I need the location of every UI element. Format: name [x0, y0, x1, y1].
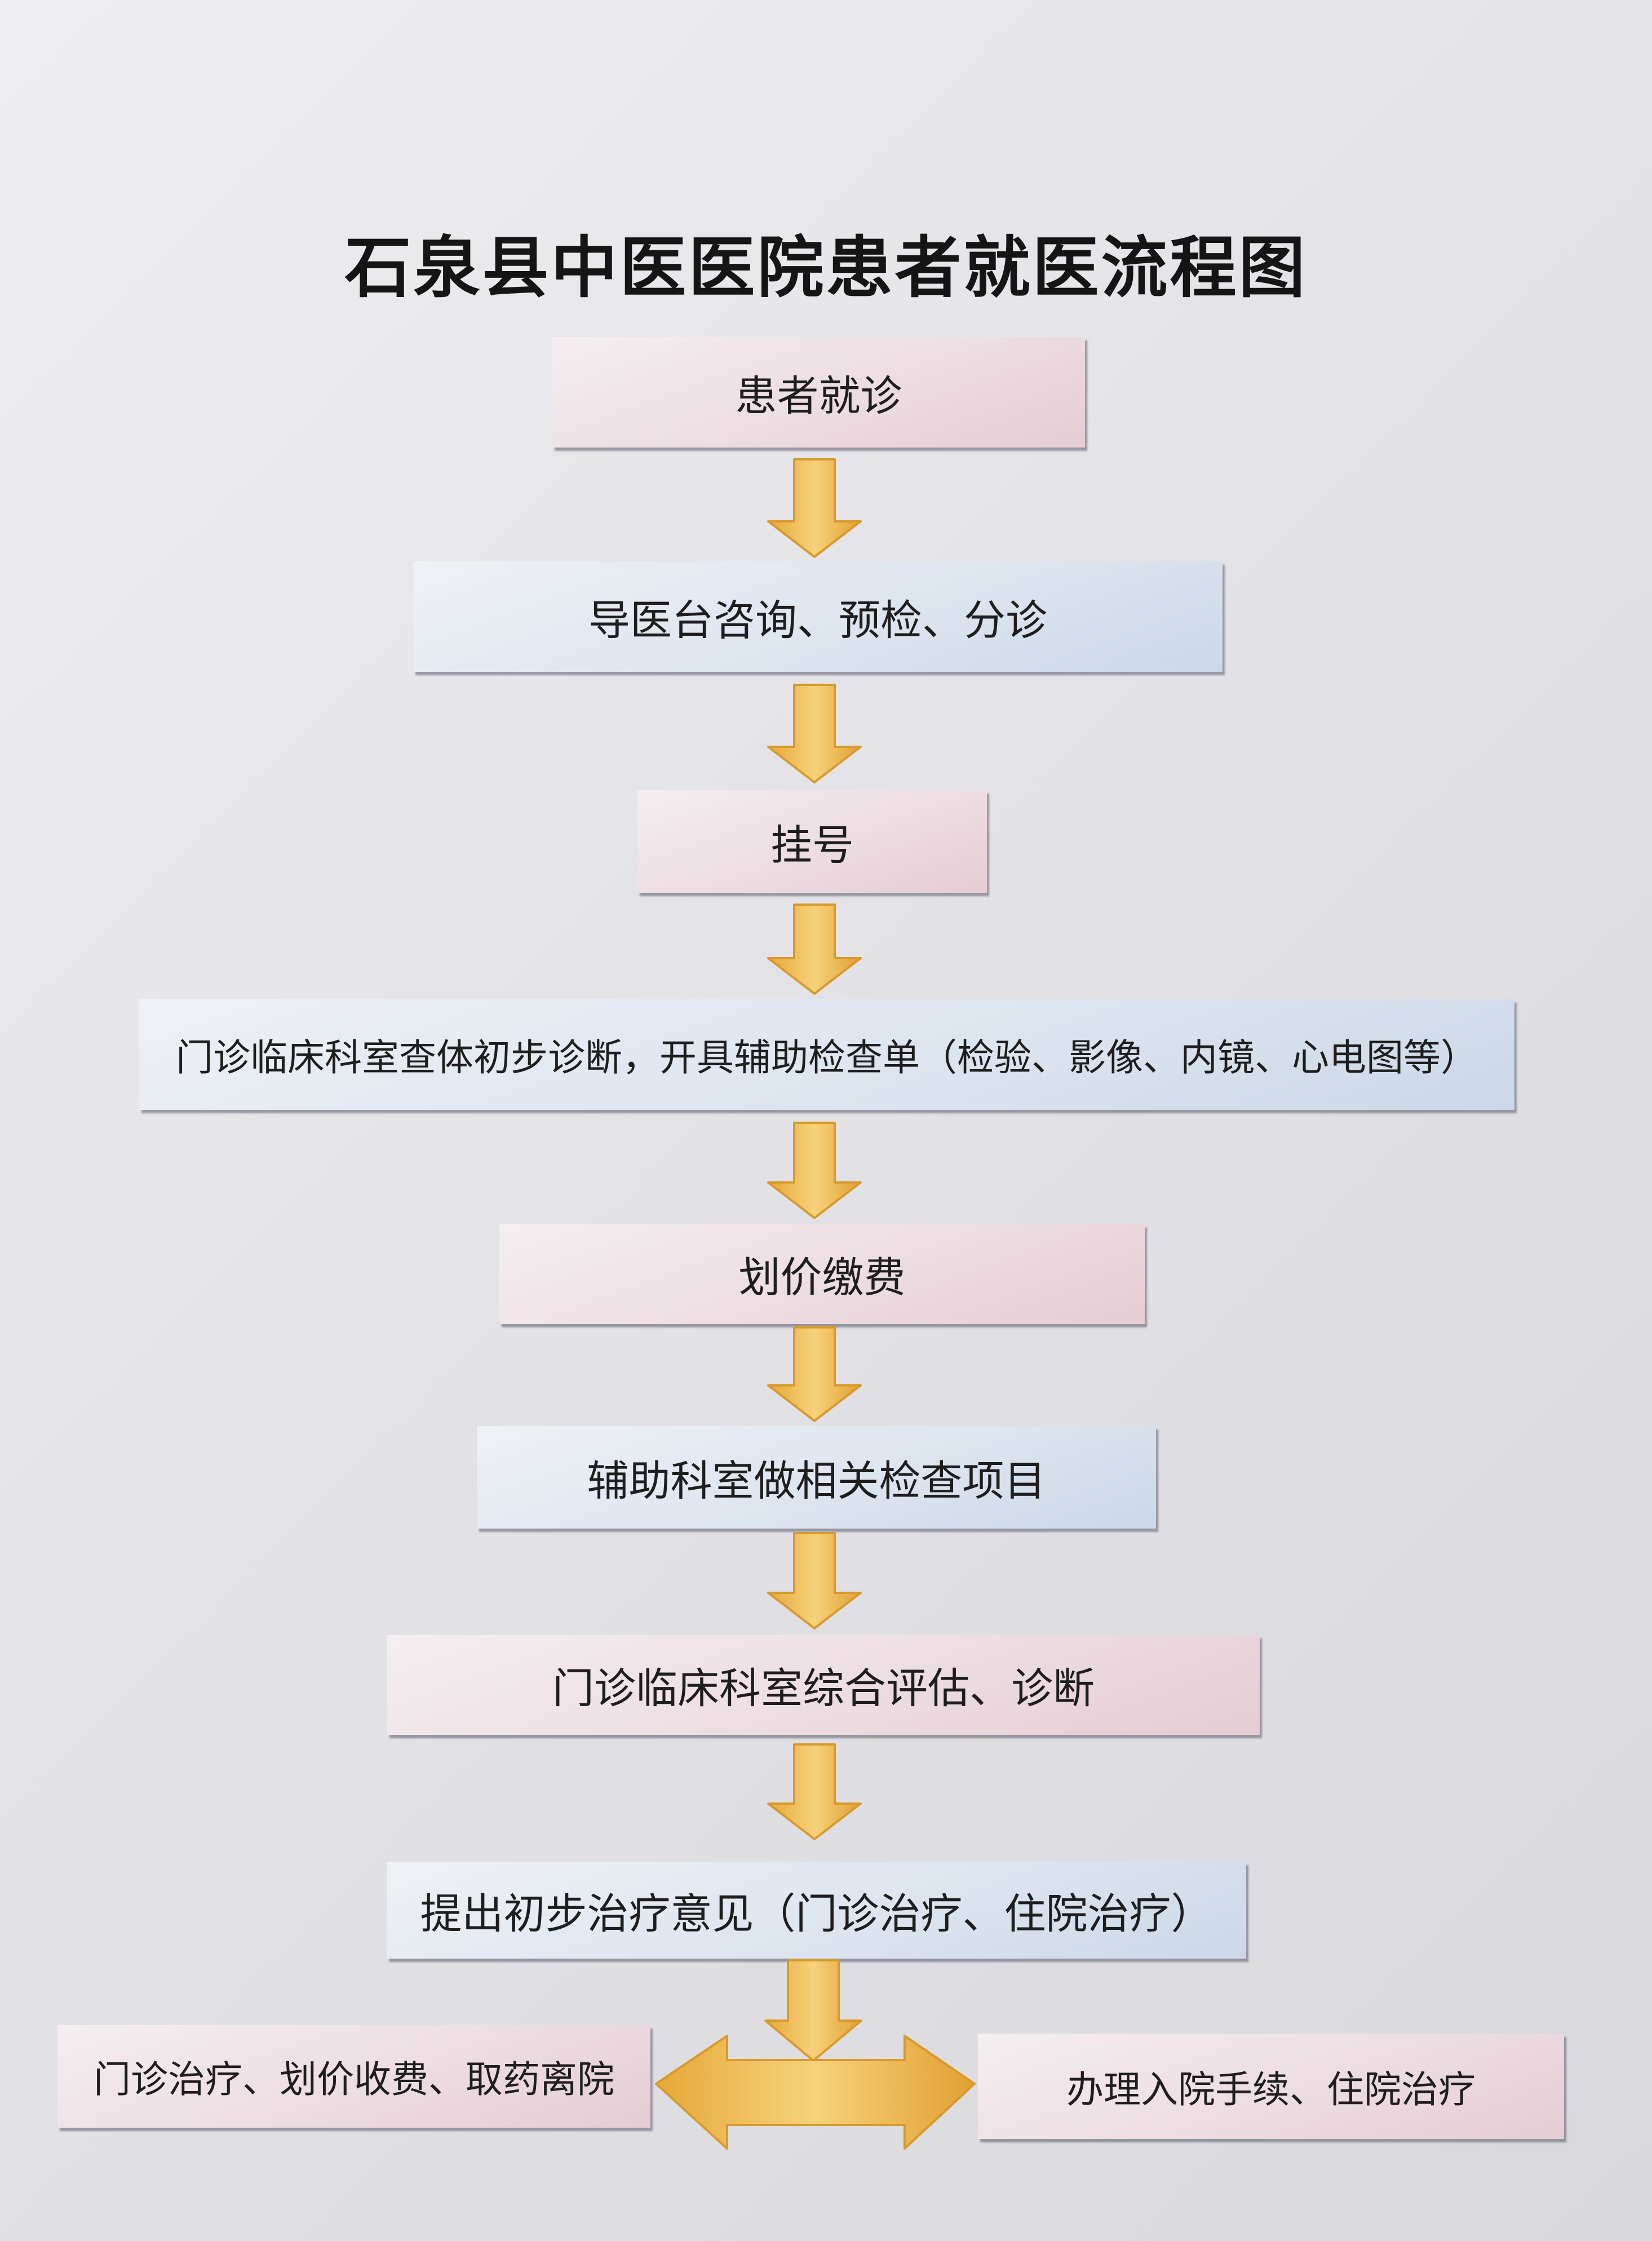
down-arrow-6 [767, 1532, 862, 1629]
branch-inpatient-admission: 办理入院手续、住院治疗 [978, 2034, 1564, 2139]
step-label: 划价缴费 [738, 1254, 906, 1302]
step-label: 患者就诊 [735, 371, 902, 420]
branch-label: 办理入院手续、住院治疗 [1066, 2067, 1476, 2111]
down-arrow-7 [767, 1743, 862, 1840]
step-payment: 划价缴费 [499, 1224, 1145, 1324]
branch-outpatient-treatment: 门诊治疗、划价收费、取药离院 [57, 2025, 650, 2128]
down-arrow-3 [767, 904, 862, 995]
down-arrow-4 [767, 1122, 862, 1219]
down-arrow-2 [767, 684, 862, 783]
step-patient-visit: 患者就诊 [552, 337, 1085, 448]
step-label: 门诊临床科室查体初步诊断，开具辅助检查单（检验、影像、内镜、心电图等） [176, 1036, 1478, 1079]
down-arrow-1 [767, 458, 862, 558]
step-label: 提出初步治疗意见（门诊治疗、住院治疗） [420, 1889, 1213, 1938]
step-treatment-opinion: 提出初步治疗意见（门诊治疗、住院治疗） [387, 1862, 1246, 1959]
branch-label: 门诊治疗、划价收费、取药离院 [94, 2058, 614, 2101]
flowchart-title: 石泉县中医医院患者就医流程图 [344, 229, 1308, 307]
branch-down-arrow [764, 1959, 862, 2062]
down-arrow-5 [767, 1326, 862, 1422]
double-headed-arrow [655, 2035, 976, 2150]
step-label: 挂号 [770, 821, 854, 870]
step-label: 辅助科室做相关检查项目 [587, 1456, 1046, 1505]
step-comprehensive-evaluation: 门诊临床科室综合评估、诊断 [387, 1635, 1260, 1735]
step-initial-diagnosis: 门诊临床科室查体初步诊断，开具辅助检查单（检验、影像、内镜、心电图等） [139, 999, 1514, 1110]
step-label: 导医台咨询、预检、分诊 [588, 596, 1047, 645]
step-triage: 导医台咨询、预检、分诊 [413, 561, 1223, 672]
step-auxiliary-exams: 辅助科室做相关检查项目 [477, 1426, 1156, 1529]
step-registration: 挂号 [637, 790, 987, 893]
step-label: 门诊临床科室综合评估、诊断 [552, 1664, 1095, 1713]
